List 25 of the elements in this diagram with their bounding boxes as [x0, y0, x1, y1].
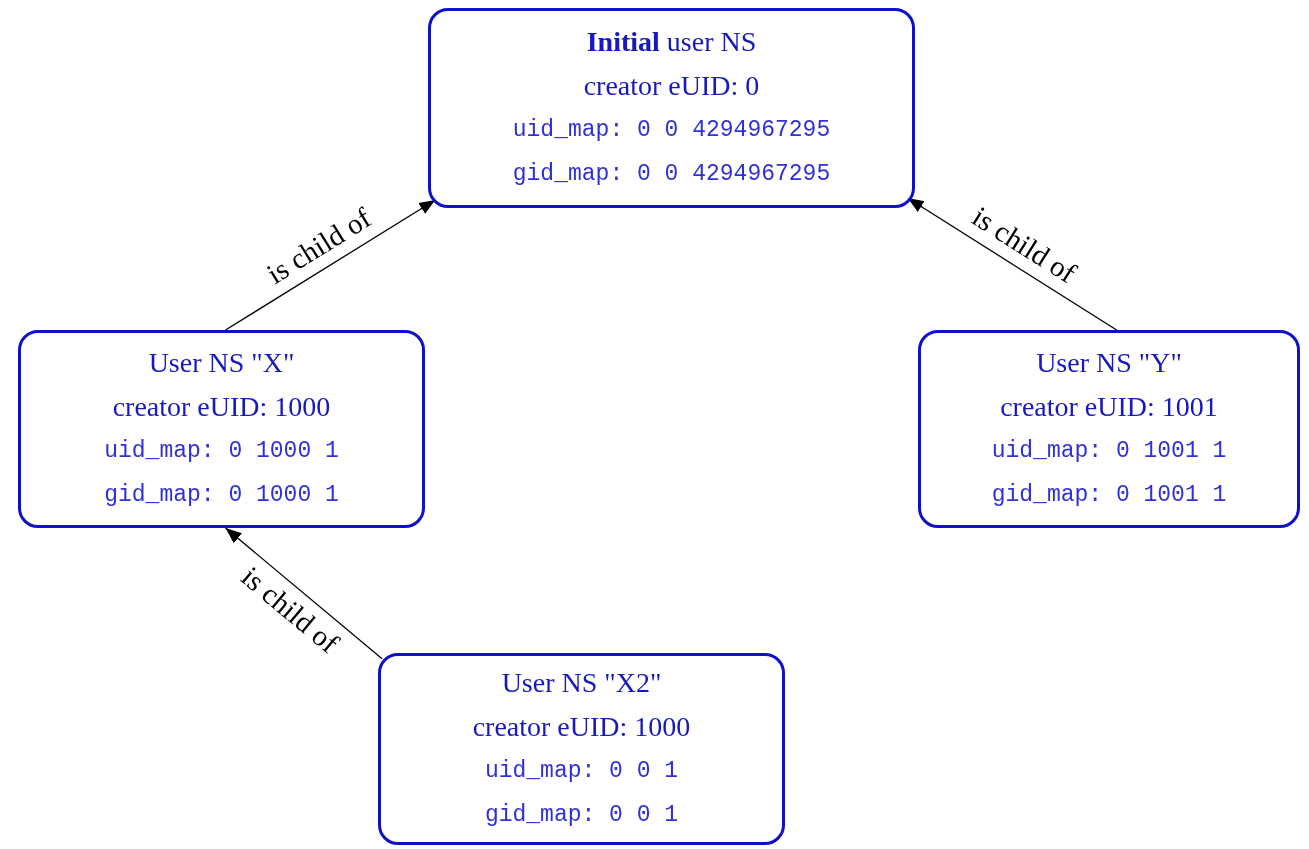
arrow	[224, 199, 436, 331]
id-map-line: gid_map: 0 1001 1	[991, 481, 1227, 510]
namespace-heading: creator eUID: 1000	[112, 390, 331, 424]
edge-label: is child of	[261, 203, 376, 290]
id-map-line: uid_map: 0 1000 1	[104, 437, 339, 466]
namespace-heading: creator eUID: 1001	[1000, 390, 1218, 424]
id-map-line: gid_map: 0 0 1	[484, 801, 679, 830]
id-map-line: gid_map: 0 0 4294967295	[512, 160, 831, 189]
id-map-line: uid_map: 0 0 1	[484, 757, 679, 786]
namespace-box	[428, 8, 915, 208]
namespace-heading: creator eUID: 1000	[472, 710, 691, 744]
namespace-heading: User NS "X"	[148, 346, 295, 380]
arrow	[224, 527, 383, 660]
namespace-heading: User NS "X2"	[501, 666, 662, 700]
id-map-line: uid_map: 0 1001 1	[991, 437, 1227, 466]
edge-label: is child of	[235, 561, 344, 659]
namespace-heading: User NS "Y"	[1036, 346, 1182, 380]
namespace-box	[918, 330, 1300, 528]
namespace-box	[378, 653, 785, 845]
id-map-line: gid_map: 0 1000 1	[104, 481, 339, 510]
namespace-heading: Initial user NS	[586, 25, 757, 59]
namespace-heading: creator eUID: 0	[583, 69, 760, 103]
namespace-box	[18, 330, 425, 528]
id-map-line: uid_map: 0 0 4294967295	[512, 116, 831, 145]
edge-label: is child of	[967, 202, 1081, 289]
